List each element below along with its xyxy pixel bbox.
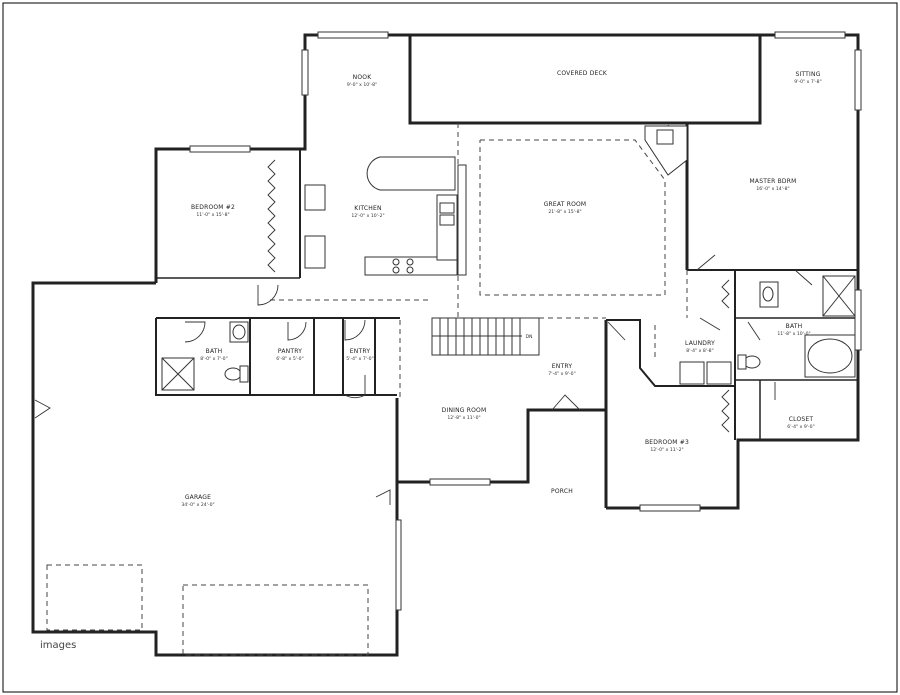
bath-2-dim: 11'-8" x 10'-0" bbox=[777, 331, 810, 337]
kitchen-fixtures bbox=[304, 156, 467, 276]
laundry-label: LAUNDRY bbox=[685, 340, 715, 347]
fireplace bbox=[644, 125, 688, 176]
garage-label: GARAGE bbox=[185, 494, 211, 501]
kitchen-label: KITCHEN bbox=[354, 205, 381, 212]
dining-room-label: DINING ROOM bbox=[442, 407, 487, 414]
watermark-text: images bbox=[40, 640, 77, 651]
stairs: DN bbox=[431, 317, 540, 356]
bath-1-label: BATH bbox=[206, 348, 223, 355]
dashed-lines bbox=[46, 123, 688, 656]
closet-label: CLOSET bbox=[789, 416, 814, 423]
stair-label: DN bbox=[526, 334, 533, 340]
kitchen-dim: 12'-0" x 10'-2" bbox=[351, 213, 384, 219]
bedroom-3-label: BEDROOM #3 bbox=[645, 439, 689, 446]
nook-label: NOOK bbox=[353, 74, 373, 81]
master-bdrm-dim: 16'-0" x 14'-8" bbox=[756, 186, 789, 192]
interior-walls bbox=[155, 35, 858, 440]
covered-deck-label: COVERED DECK bbox=[557, 70, 608, 77]
bath-fixtures bbox=[161, 275, 856, 391]
entry-2-label: ENTRY bbox=[552, 363, 573, 370]
porch-label: PORCH bbox=[551, 488, 573, 495]
master-bdrm-label: MASTER BDRM bbox=[750, 178, 797, 185]
bath-1-dim: 8'-0" x 7'-0" bbox=[200, 356, 227, 362]
closet-dim: 6'-4" x 9'-0" bbox=[787, 424, 814, 430]
great-room-dim: 21'-8" x 15'-8" bbox=[548, 209, 581, 215]
closet-doors bbox=[267, 159, 730, 433]
sitting-dim: 9'-0" x 7'-8" bbox=[794, 79, 821, 85]
room-labels: NOOK 9'-0" x 10'-8" COVERED DECK SITTING… bbox=[181, 70, 821, 508]
nook-dim: 9'-0" x 10'-8" bbox=[347, 82, 377, 88]
pantry-dim: 6'-8" x 5'-0" bbox=[276, 356, 303, 362]
entry-2-dim: 7'-4" x 9'-0" bbox=[548, 371, 575, 377]
door-swings bbox=[34, 254, 813, 505]
entry-1-dim: 5'-4" x 7'-0" bbox=[346, 356, 373, 362]
great-room-label: GREAT ROOM bbox=[544, 201, 587, 208]
windows bbox=[189, 31, 862, 611]
bath-2-label: BATH bbox=[786, 323, 803, 330]
laundry-dim: 8'-4" x 8'-8" bbox=[686, 348, 713, 354]
bedroom-2-dim: 11'-0" x 15'-8" bbox=[196, 212, 229, 218]
dining-room-dim: 12'-8" x 11'-0" bbox=[447, 415, 480, 421]
bedroom-3-dim: 12'-0" x 11'-2" bbox=[650, 447, 683, 453]
entry-1-label: ENTRY bbox=[350, 348, 371, 355]
sitting-label: SITTING bbox=[795, 71, 820, 78]
garage-dim: 34'-0" x 24'-0" bbox=[181, 502, 214, 508]
bedroom-2-label: BEDROOM #2 bbox=[191, 204, 235, 211]
pantry-label: PANTRY bbox=[278, 348, 302, 355]
